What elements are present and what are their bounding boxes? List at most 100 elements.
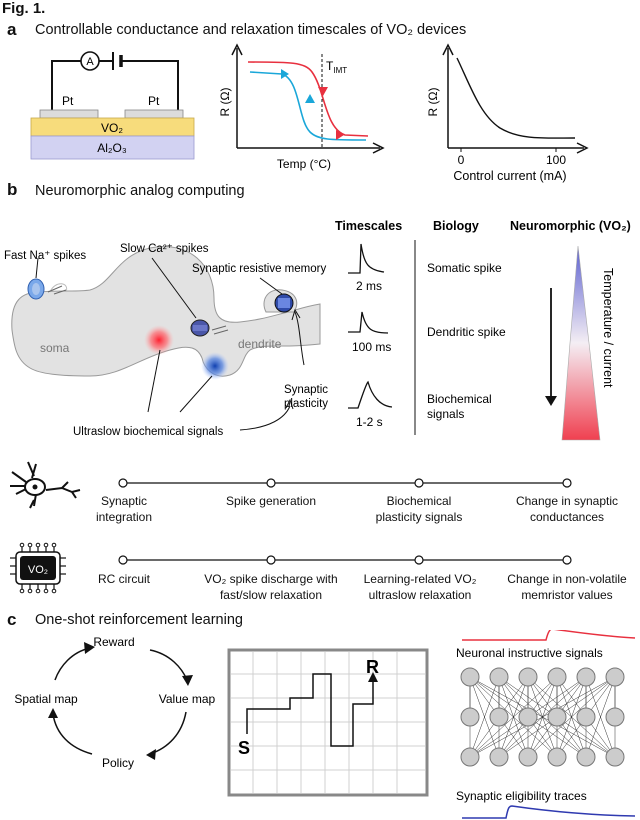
na-channel-icon: [27, 278, 67, 300]
timescales-header: Timescales: [335, 219, 402, 233]
panel-b-graphics: Fast Na⁺ spikes Slow Ca²⁺ spikes Synapti…: [4, 219, 631, 441]
chip-label: VO₂: [28, 564, 48, 576]
vo2-step-3-line2: ultraslow relaxation: [368, 588, 472, 603]
neuron-icon: [10, 461, 81, 509]
maze-reward: R: [366, 657, 379, 677]
vo2-step-2-line1: VO₂ spike discharge with: [204, 572, 338, 586]
plot1-xlabel: Temp (°C): [277, 157, 331, 171]
substrate-layer: [30, 135, 195, 160]
plot2-ylabel: R (Ω): [426, 88, 440, 117]
fast-na-label: Fast Na⁺ spikes: [4, 250, 86, 262]
panel-a-title: Controllable conductance and relaxation …: [35, 22, 467, 38]
timt-label: T: [326, 59, 334, 73]
ultraslow-label: Ultraslow biochemical signals: [73, 426, 223, 438]
vo2-step-3-line1: Learning-related VO₂: [363, 572, 477, 586]
vo2-step-1-line1: RC circuit: [97, 572, 150, 586]
ammeter-icon: [80, 51, 100, 71]
vo2-step-2: VO₂ spike discharge with fast/slow relax…: [186, 571, 356, 603]
plot2-xlabel: Control current (mA): [453, 169, 566, 183]
plasticity-label-1: Synaptic: [284, 384, 328, 396]
vo2-chip-icon: VO₂: [10, 542, 66, 594]
panel-c-letter: c: [7, 610, 17, 629]
synaptic-memory-icon: [274, 293, 294, 313]
cycle-spatial-map: Spatial map: [14, 692, 78, 706]
panel-b-letter: b: [7, 180, 18, 199]
neuromorphic-header: Neuromorphic (VO₂): [510, 219, 631, 233]
biology-dendritic: Dendritic spike: [427, 325, 506, 339]
plot1-ylabel: R (Ω): [218, 88, 232, 117]
bio-step-1: Synaptic integration: [70, 493, 178, 525]
figure-label: Fig. 1.: [2, 0, 46, 17]
substrate-label: Al₂O₃: [97, 141, 127, 155]
biology-somatic: Somatic spike: [427, 261, 502, 275]
bio-step-3-line1: Biochemical: [386, 494, 452, 508]
biology-header: Biology: [433, 219, 479, 233]
pt-electrode-right: [124, 109, 184, 119]
bio-step-3: Biochemical plasticity signals: [359, 493, 479, 525]
vo2-layer-label: VO₂: [101, 121, 123, 135]
dendrite-label: dendrite: [238, 337, 282, 351]
heating-curve: [247, 61, 369, 137]
plot2-tick-100: 100: [546, 153, 566, 167]
vo2-step-4-line1: Change in non-volatile: [507, 572, 627, 586]
panel-c-graphics: Reward Value map Policy Spatial map S R …: [14, 630, 636, 819]
cycle-value-map: Value map: [159, 692, 216, 706]
biology-biochemical-2: signals: [427, 407, 464, 421]
blue-biochemical-signal: [201, 352, 229, 380]
vo2-step-1: RC circuit: [70, 571, 178, 587]
bio-step-1-line1: Synaptic: [100, 494, 148, 508]
timescale-2ms: 2 ms: [356, 279, 382, 293]
vo2-step-2-line2: fast/slow relaxation: [219, 588, 323, 603]
plasticity-label-2: plasticity: [284, 398, 328, 410]
panel-a-graphics: A Pt Pt VO₂ Al₂O₃ TIMT R (Ω) Temp (°C): [30, 43, 589, 183]
soma-label: soma: [40, 341, 70, 355]
current-plot: 0 100 R (Ω) Control current (mA): [426, 43, 589, 183]
eligibility-traces-label: Synaptic eligibility traces: [456, 789, 587, 803]
maze-grid: S R: [227, 648, 429, 797]
cycle-reward: Reward: [93, 635, 134, 649]
spike-2ms: [348, 243, 385, 274]
timescale-100ms: 100 ms: [352, 340, 391, 354]
ca-channel-icon: [190, 319, 229, 337]
eligibility-trace: [462, 805, 636, 819]
pt-electrode-left: [39, 109, 99, 119]
bio-step-4: Change in synaptic conductances: [497, 493, 637, 525]
bio-step-4-line1: Change in synaptic: [515, 494, 619, 508]
cycle-policy: Policy: [102, 756, 134, 770]
ammeter-label: A: [86, 56, 94, 68]
neural-network: Neuronal instructive signals Synaptic el…: [456, 630, 636, 819]
svg-text:TIMT: TIMT: [326, 59, 347, 75]
resistance-curve: [456, 57, 576, 139]
panel-a-letter: a: [7, 20, 17, 39]
biology-biochemical-1: Biochemical: [427, 392, 492, 406]
network-nodes: [460, 667, 625, 767]
timescale-1-2s: 1-2 s: [356, 415, 383, 429]
red-biochemical-signal: [144, 325, 174, 355]
bio-step-2-line1: Spike generation: [225, 494, 317, 508]
vo2-step-3: Learning-related VO₂ ultraslow relaxatio…: [350, 571, 490, 603]
panel-b-title: Neuromorphic analog computing: [35, 183, 245, 199]
hysteresis-plot: TIMT R (Ω) Temp (°C): [218, 43, 385, 171]
network-connections: [469, 676, 616, 758]
cooling-curve: [249, 71, 367, 141]
temperature-gradient: [561, 245, 601, 441]
slow-ca-label: Slow Ca²⁺ spikes: [120, 243, 209, 255]
vo2-step-4-line2: memristor values: [521, 588, 613, 603]
maze-start: S: [238, 738, 250, 758]
bio-step-4-line2: conductances: [529, 510, 605, 525]
instructive-signal-trace: [462, 630, 636, 641]
maze-path: [246, 673, 374, 747]
pt-label-right: Pt: [148, 94, 160, 108]
timeline-lines: [118, 478, 572, 565]
bio-step-1-line2: integration: [95, 510, 153, 525]
pt-label-left: Pt: [62, 94, 74, 108]
instructive-signals-label: Neuronal instructive signals: [456, 646, 603, 660]
panel-c-title: One-shot reinforcement learning: [35, 612, 243, 628]
spike-1-2s: [348, 380, 393, 409]
synaptic-memory-label: Synaptic resistive memory: [192, 263, 326, 275]
plot2-tick-0: 0: [458, 153, 465, 167]
bio-step-3-line2: plasticity signals: [375, 510, 463, 525]
gradient-label: Temperature / current: [601, 268, 615, 388]
vo2-step-4: Change in non-volatile memristor values: [497, 571, 637, 603]
vo2-device-schematic: A Pt Pt VO₂ Al₂O₃: [30, 51, 195, 160]
